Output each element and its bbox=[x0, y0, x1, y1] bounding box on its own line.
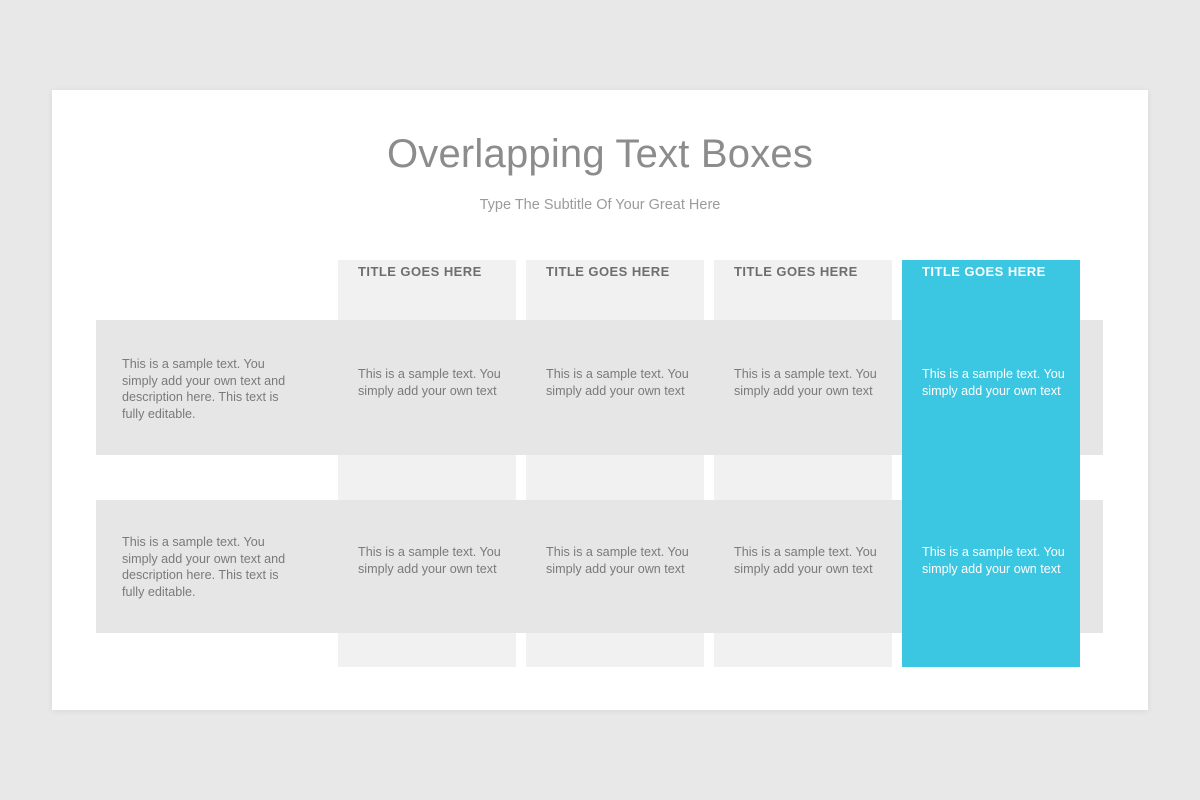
row-2-description: This is a sample text. You simply add yo… bbox=[122, 535, 286, 599]
column-title-4: TITLE GOES HERE bbox=[922, 264, 1046, 279]
row-1-cell-4: This is a sample text. You simply add yo… bbox=[922, 367, 1065, 398]
row-1-description: This is a sample text. You simply add yo… bbox=[122, 357, 286, 421]
page-subtitle: Type The Subtitle Of Your Great Here bbox=[479, 197, 721, 213]
column-title-2: TITLE GOES HERE bbox=[546, 264, 670, 279]
row-2-cell-1: This is a sample text. You simply add yo… bbox=[358, 545, 501, 576]
row-1-cell-1: This is a sample text. You simply add yo… bbox=[358, 367, 501, 398]
overlapping-text-boxes-diagram: TITLE GOES HERE TITLE GOES HERE TITLE GO… bbox=[52, 90, 1148, 710]
page-title: Overlapping Text Boxes bbox=[386, 132, 814, 176]
slide-canvas: Overlapping Text Boxes Type The Subtitle… bbox=[52, 90, 1148, 710]
row-1-cell-2: This is a sample text. You simply add yo… bbox=[546, 367, 689, 398]
row-2-cell-2: This is a sample text. You simply add yo… bbox=[546, 545, 689, 576]
row-2-cell-3: This is a sample text. You simply add yo… bbox=[734, 545, 877, 576]
row-2-cell-4: This is a sample text. You simply add yo… bbox=[922, 545, 1065, 576]
row-1-cell-3: This is a sample text. You simply add yo… bbox=[734, 367, 877, 398]
column-title-3: TITLE GOES HERE bbox=[734, 264, 858, 279]
column-strip-4-accent[interactable] bbox=[902, 260, 1080, 667]
column-title-1: TITLE GOES HERE bbox=[358, 264, 482, 279]
